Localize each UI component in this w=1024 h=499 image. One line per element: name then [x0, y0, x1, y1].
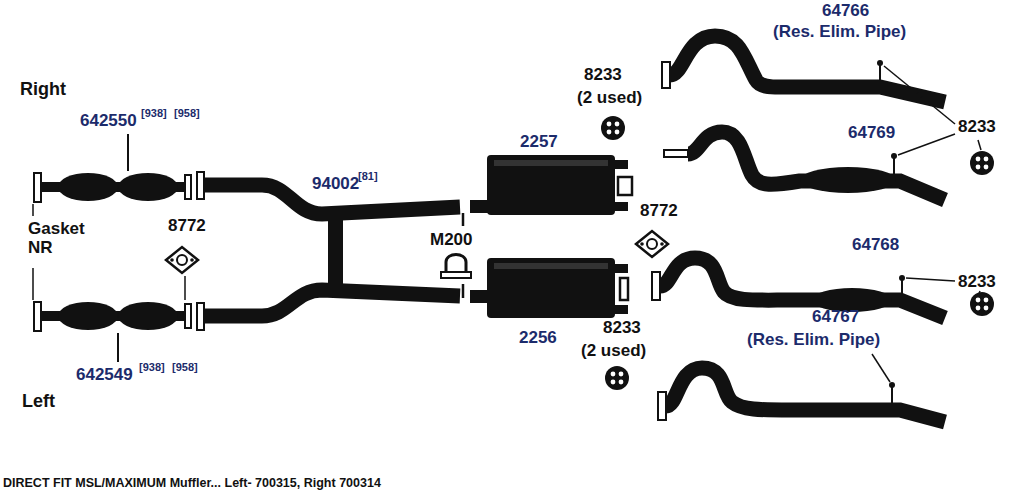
part-number: 642550 — [80, 112, 137, 131]
converter-right — [34, 173, 191, 202]
part-note: (Res. Elim. Pipe) — [773, 23, 906, 42]
callout-number: 8233 — [958, 118, 996, 137]
part-number: 64768 — [852, 236, 899, 255]
part-number: 2256 — [519, 329, 557, 348]
part-number: 2257 — [520, 133, 558, 152]
part-number: 64767 — [812, 308, 859, 327]
part-number: 64766 — [822, 2, 869, 21]
x-pipe — [197, 172, 460, 330]
clamp — [441, 255, 471, 279]
callout-number: 8233 — [958, 273, 996, 292]
callout-number: 8233 — [603, 319, 641, 338]
side-label: Right — [20, 80, 66, 100]
footnote-ref: [81] — [358, 170, 378, 182]
quantity-note: (2 used) — [577, 89, 642, 108]
callout-number: M200 — [430, 231, 473, 250]
pipe-64768 — [652, 258, 945, 318]
footnote-ref: [938] — [139, 361, 165, 373]
converter-left — [34, 302, 191, 331]
footnote-ref: [938] — [141, 107, 167, 119]
footnote-ref: [958] — [172, 361, 198, 373]
part-note: (Res. Elim. Pipe) — [747, 331, 880, 350]
muffler-2256 — [470, 258, 628, 318]
callout-number: 8233 — [584, 66, 622, 85]
pipe-64767 — [658, 368, 945, 422]
muffler-2257 — [470, 155, 632, 215]
part-number: 94002 — [312, 175, 359, 194]
caption: DIRECT FIT MSL/MAXIMUM Muffler... Left- … — [3, 476, 381, 490]
part-number: 642549 — [76, 366, 133, 385]
side-label: Left — [22, 392, 55, 412]
callout-number: 8772 — [168, 217, 206, 236]
part-note: Gasket NR — [28, 220, 85, 257]
part-number: 64769 — [848, 124, 895, 143]
pipe-64766 — [662, 36, 945, 102]
pipe-64769 — [664, 132, 945, 200]
footnote-ref: [958] — [174, 107, 200, 119]
callout-number: 8772 — [640, 202, 678, 221]
quantity-note: (2 used) — [581, 342, 646, 361]
